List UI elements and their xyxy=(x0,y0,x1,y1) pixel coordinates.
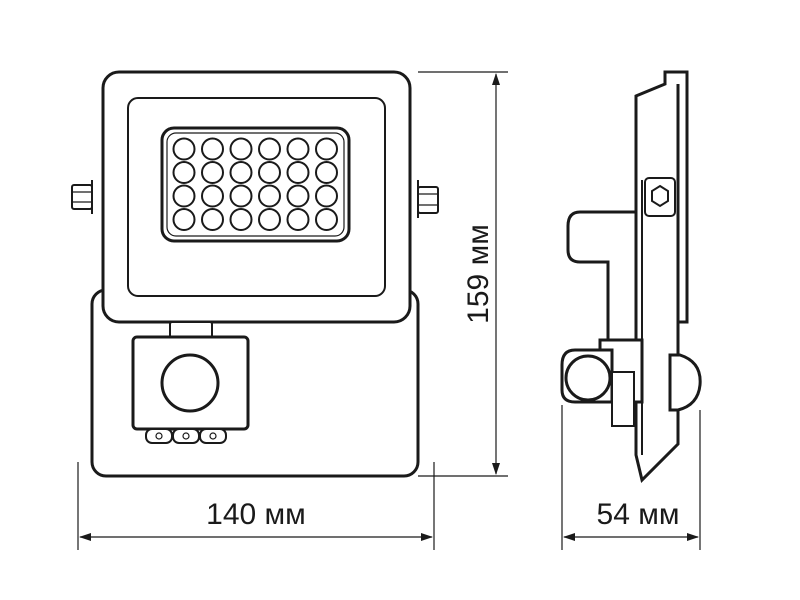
led-3-1 xyxy=(172,184,196,208)
dimension-height: 159 мм xyxy=(418,71,508,477)
led-grid xyxy=(172,137,338,231)
sensor-knobs xyxy=(145,428,227,444)
led-1-1 xyxy=(172,137,196,161)
led-4-2 xyxy=(201,208,224,231)
led-3-4 xyxy=(258,184,281,208)
led-3-2 xyxy=(201,184,224,208)
led-panel-outer xyxy=(160,126,351,243)
led-2-1 xyxy=(172,161,196,184)
side-view xyxy=(560,70,702,483)
dimension-depth: 54 мм xyxy=(561,405,701,550)
right-bracket-bolt xyxy=(417,180,439,218)
front-frame xyxy=(127,97,386,297)
led-panel-inner xyxy=(166,132,345,237)
led-4-5 xyxy=(286,208,310,231)
side-lens-bump xyxy=(668,353,702,412)
side-hex-bolt xyxy=(644,177,676,217)
width-dimension-label: 140 мм xyxy=(206,498,306,531)
left-bracket-bolt xyxy=(71,180,93,214)
led-2-4 xyxy=(258,161,281,184)
main-housing xyxy=(101,70,412,324)
front-view xyxy=(71,70,439,478)
depth-dimension-label: 54 мм xyxy=(597,498,680,531)
side-housing xyxy=(634,72,680,483)
led-4-3 xyxy=(229,208,253,231)
led-1-6 xyxy=(315,137,338,161)
side-sensor-lens xyxy=(564,354,612,402)
led-1-2 xyxy=(201,137,224,161)
led-1-5 xyxy=(286,137,310,161)
led-3-6 xyxy=(315,184,338,208)
pir-sensor-lens xyxy=(160,353,220,413)
dimension-width: 140 мм xyxy=(77,462,435,550)
led-4-6 xyxy=(315,208,338,231)
led-2-6 xyxy=(315,161,338,184)
led-1-4 xyxy=(258,137,281,161)
led-3-5 xyxy=(286,184,310,208)
led-3-3 xyxy=(229,184,253,208)
height-dimension-label: 159 мм xyxy=(462,224,495,324)
led-4-4 xyxy=(258,208,281,231)
led-2-2 xyxy=(201,161,224,184)
led-1-3 xyxy=(229,137,253,161)
led-2-3 xyxy=(229,161,253,184)
led-4-1 xyxy=(172,208,196,231)
side-sensor-plate xyxy=(611,371,635,427)
led-2-5 xyxy=(286,161,310,184)
